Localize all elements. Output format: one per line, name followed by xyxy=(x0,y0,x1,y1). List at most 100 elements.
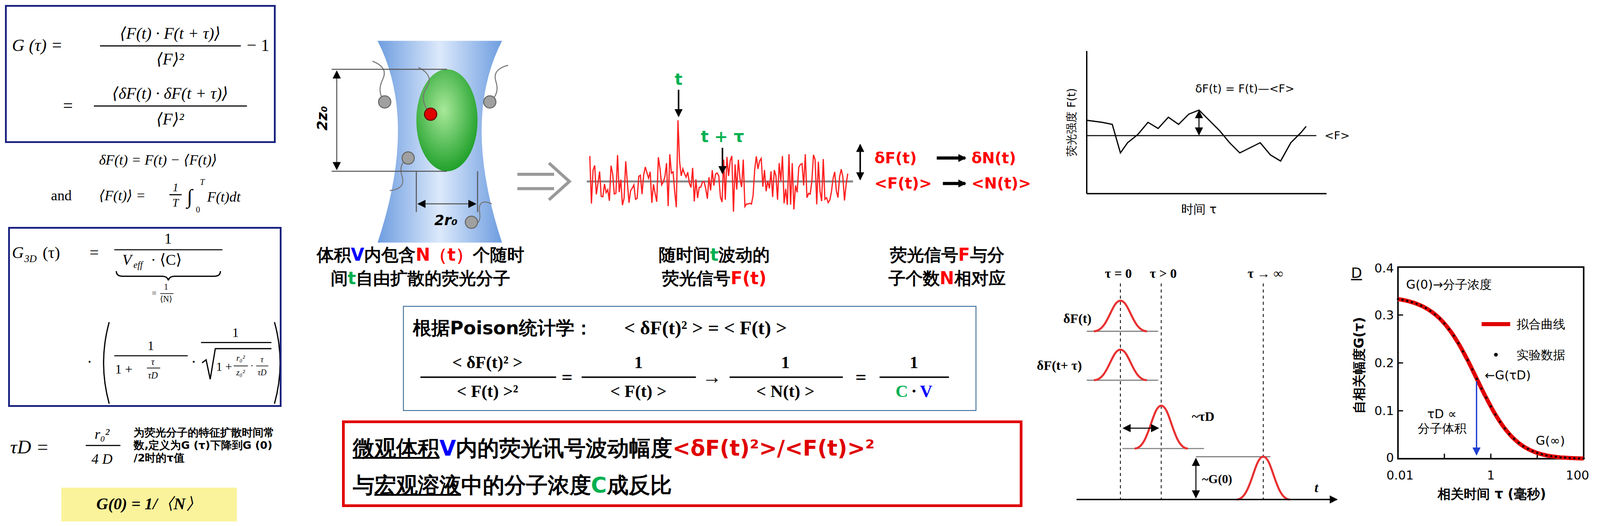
panel-letter: D xyxy=(1350,264,1362,282)
text-label: 3D xyxy=(24,253,37,266)
autocorrelation-plot xyxy=(1470,368,1474,371)
tick-label: 100 xyxy=(1565,468,1590,483)
math-brackets xyxy=(202,348,272,380)
focal-volume xyxy=(476,171,478,213)
implies-arrow xyxy=(517,163,570,200)
formula-text: F(t)dt xyxy=(207,188,241,206)
focal-volume xyxy=(336,71,338,170)
text-label: G(0) = 1/〈N〉 xyxy=(96,494,202,514)
statistics-box: 根据Poison统计学：< δF(t)² > = < F(t) >< δF(t)… xyxy=(402,305,977,412)
autocorrelation-plot xyxy=(1410,301,1414,304)
text-run: t xyxy=(710,245,719,266)
fraction-bars xyxy=(100,45,241,47)
pulse-diagram xyxy=(1195,456,1271,458)
autocorrelation-plot xyxy=(1489,405,1493,408)
time-label: t + τ xyxy=(700,127,745,147)
text-label: 1 xyxy=(781,352,790,374)
formula-text: 4 D xyxy=(91,450,113,468)
intensity-plot xyxy=(1086,50,1088,194)
pulse-diagram xyxy=(1120,283,1264,500)
autocorrelation-plot xyxy=(1397,314,1403,316)
fraction-bars xyxy=(581,376,696,379)
autocorrelation-plot xyxy=(1521,445,1525,448)
legend-text: 拟合曲线 xyxy=(1516,317,1566,332)
plot-label: ~τD xyxy=(1191,408,1215,425)
text-label: = xyxy=(855,365,867,389)
tick-label: 0.1 xyxy=(1374,403,1394,419)
pulse-diagram xyxy=(1236,456,1291,500)
focal-volume xyxy=(418,67,431,115)
text-run: F(t) xyxy=(730,268,767,289)
text-line: 体积V内包含N（t）个随时 xyxy=(316,245,525,266)
autocorrelation-plot xyxy=(1503,427,1507,430)
axis-title: 时间 τ xyxy=(1181,202,1217,217)
tick-label: 0.3 xyxy=(1374,308,1394,323)
autocorrelation-plot xyxy=(1563,456,1567,459)
text-run: V xyxy=(439,435,457,461)
autocorrelation-plot xyxy=(1480,387,1483,390)
text-label: 1 xyxy=(164,282,169,293)
math-brackets xyxy=(103,271,281,404)
text-run: V xyxy=(351,245,365,266)
legend-text: 实验数据 xyxy=(1516,347,1566,363)
autocorrelation-plot xyxy=(1493,352,1498,357)
text-run: 微观体积 xyxy=(352,435,440,461)
focal-volume xyxy=(331,170,448,172)
text-label: ⟨N⟩ xyxy=(160,295,173,305)
plot-label: τ → ∞ xyxy=(1247,265,1284,282)
autocorrelation-plot xyxy=(1396,298,1400,301)
text-run: 间 xyxy=(330,268,348,289)
autocorrelation-plot xyxy=(1396,267,1586,460)
text-run: V xyxy=(920,381,933,401)
pulse-diagram xyxy=(1262,283,1264,500)
fraction-bars xyxy=(85,46,949,446)
autocorrelation-plot xyxy=(1438,317,1441,320)
tick-label: 0.4 xyxy=(1374,261,1394,276)
time-label: t xyxy=(674,69,683,90)
text-run: N xyxy=(939,268,955,289)
fraction-bars xyxy=(147,367,161,369)
text-label: 1 xyxy=(909,352,919,374)
autocorrelation-plot xyxy=(1419,304,1423,307)
autocorrelation-plot xyxy=(1549,455,1553,458)
text-label: r₀² xyxy=(236,354,246,364)
axis-title: 荧光强度 F(t) xyxy=(1064,88,1078,157)
text-label: z₀² xyxy=(236,368,246,378)
highlight-box: G(0) = 1/〈N〉 xyxy=(61,487,237,522)
text-label: G xyxy=(12,243,24,263)
text-label: → xyxy=(702,365,722,389)
autocorrelation-plot xyxy=(1443,453,1446,459)
text-line: 荧光信号F与分 xyxy=(889,245,1005,266)
text-line: C·V xyxy=(893,381,935,402)
focal-volume xyxy=(416,69,478,172)
signal-arrows xyxy=(943,181,966,185)
axis-title: t xyxy=(1314,480,1318,496)
text-run: 相对应 xyxy=(954,268,1006,289)
autocorrelation-plot xyxy=(1433,313,1437,316)
fraction-bars xyxy=(729,376,843,379)
formula-text: and xyxy=(50,187,72,204)
autocorrelation-plot xyxy=(1573,457,1576,460)
autocorrelation-plot xyxy=(1582,457,1585,460)
math-brackets xyxy=(103,322,110,404)
signal-trace xyxy=(586,120,853,212)
text-line: 荧光信号F(t) xyxy=(661,268,767,289)
text-label: < δF(t)² > = < F(t) > xyxy=(624,316,787,340)
focal-volume xyxy=(418,203,476,205)
signal-trace xyxy=(589,120,848,212)
plot-label: δF(t) xyxy=(1063,310,1092,327)
autocorrelation-plot xyxy=(1466,359,1469,362)
signal-arrows xyxy=(721,147,723,174)
formula-text: ⟨F(t)⟩ = xyxy=(98,187,146,204)
focal-volume xyxy=(416,171,417,213)
pulse-diagram xyxy=(1134,405,1189,449)
autocorrelation-plot xyxy=(1429,309,1432,313)
text-label: (τ) xyxy=(42,243,61,263)
focal-volume xyxy=(378,95,496,229)
text-run: 荧光信号 xyxy=(661,268,731,289)
autocorrelation-plot xyxy=(1424,306,1427,310)
focal-volume xyxy=(377,40,503,243)
signal-label: <N(t)> xyxy=(971,174,1032,193)
text-run: 波动的 xyxy=(718,245,770,266)
autocorrelation-plot xyxy=(1508,433,1511,436)
